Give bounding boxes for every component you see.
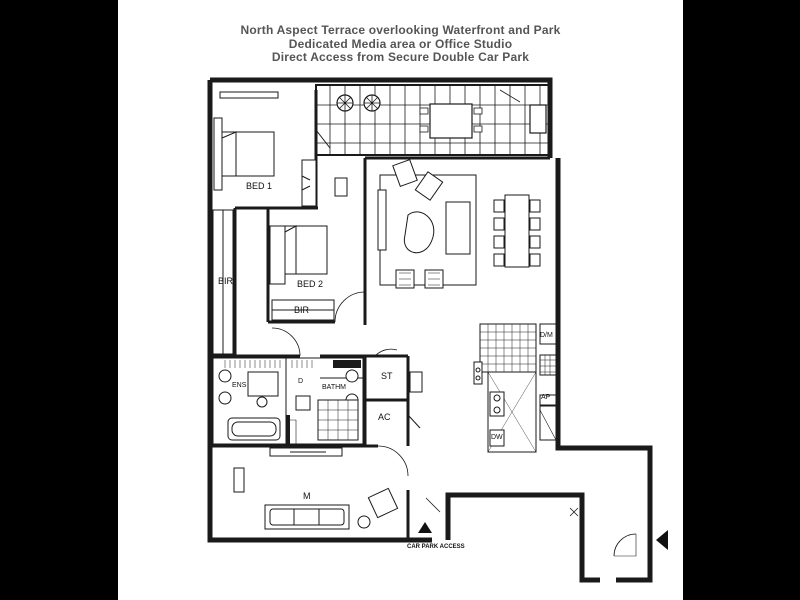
label-dm: D/M	[540, 332, 553, 339]
kitchen	[473, 323, 557, 453]
label-d: D	[298, 378, 304, 385]
label-bir-long: BIR	[218, 276, 234, 286]
label-st: ST	[381, 371, 393, 381]
label-bathroom: BATHM	[322, 384, 346, 391]
living-area	[334, 158, 541, 289]
header-line-carpark: Direct Access from Secure Double Car Par…	[271, 50, 530, 64]
header-line-terrace: North Aspect Terrace overlooking Waterfr…	[240, 23, 561, 37]
label-ap: AP	[541, 394, 551, 401]
bed2	[269, 225, 366, 323]
label-ens: ENS	[232, 382, 247, 389]
bir-long	[212, 209, 301, 357]
master-room	[233, 445, 409, 530]
label-dw: DW	[491, 434, 503, 441]
entry-arrow	[656, 530, 668, 550]
carpark-wing	[425, 497, 637, 557]
label-bed1: BED 1	[246, 181, 273, 191]
label-bir-bed2: BIR	[294, 305, 310, 315]
interior-walls	[210, 90, 550, 540]
car-park-access-arrow	[418, 522, 432, 533]
bed1	[213, 91, 331, 207]
label-bed2: BED 2	[297, 279, 324, 289]
terrace	[315, 84, 551, 156]
label-ac: AC	[378, 412, 391, 422]
label-master: M	[303, 491, 311, 501]
header-line-media: Dedicated Media area or Office Studio	[288, 37, 513, 51]
storage-ac	[374, 348, 423, 429]
label-car-park-access: CAR PARK ACCESS	[407, 544, 465, 550]
